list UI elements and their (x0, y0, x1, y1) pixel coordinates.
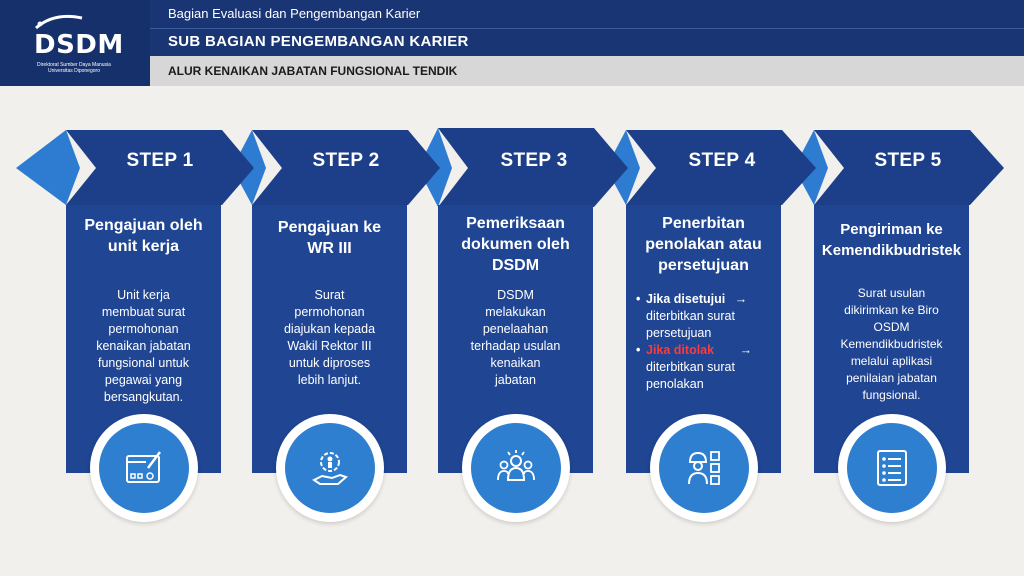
step-1-desc-line: kenaikan jabatan (96, 339, 191, 353)
step-3-desc-line: kenaikan (490, 356, 541, 370)
step-5-icon-circle (838, 414, 946, 522)
bullet-approved: • Jika disetujui → (636, 291, 769, 308)
step-2-title: Pengajuan ke WR III (258, 217, 401, 259)
step-2-desc-line: diajukan kepada (283, 322, 376, 336)
step-1-desc-line: bersangkutan. (103, 390, 184, 404)
header-line-1: Bagian Evaluasi dan Pengembangan Karier (150, 0, 1024, 28)
step-1-icon-circle (90, 414, 198, 522)
logo-swoosh-icon (35, 14, 83, 30)
step-2-title-line: Pengajuan ke (277, 219, 382, 236)
bullet-approved-key: Jika disetujui (646, 292, 726, 306)
step-5-label: STEP 5 (874, 150, 942, 171)
step-1-arrow (66, 130, 254, 205)
step-3-desc-line: penelaahan (482, 322, 549, 336)
bullet-dot-icon: • (636, 343, 641, 357)
step-2-desc-line: lebih lanjut. (297, 373, 362, 387)
step-3-desc-line: DSDM (497, 288, 534, 302)
step-3-title-line: DSDM (491, 257, 540, 274)
step-2-desc-line: untuk diproses (288, 356, 371, 370)
step-2-desc-line: Wakil Rektor III (287, 339, 372, 353)
step-5-desc-line: penilaian jabatan (846, 371, 937, 385)
worker-checklist-icon (688, 451, 720, 485)
step-3-desc-line: terhadap usulan (470, 339, 561, 353)
arrow-right-icon: → (734, 292, 748, 306)
step-5-desc-line: melalui aplikasi (850, 354, 933, 368)
team-people-icon (497, 450, 535, 481)
logo-subtitle-line1: Direktorat Sumber Daya Manusia (37, 62, 111, 68)
logo-word: DSDM (34, 30, 124, 60)
step-1-label: STEP 1 (126, 150, 194, 171)
step-5-desc-line: OSDM (873, 320, 910, 334)
step-1-title-line: Pengajuan oleh (84, 217, 203, 234)
step-1-desc-line: pegawai yang (104, 373, 183, 387)
bullet-dot-icon: • (636, 292, 641, 306)
step-1-desc-line: fungsional untuk (97, 356, 190, 370)
bullet-rejected: • Jika ditolak → (636, 342, 769, 359)
step-4-title: Penerbitan penolakan atau persetujuan (632, 213, 775, 276)
step-2-description: Surat permohonan diajukan kepada Wakil R… (264, 287, 395, 389)
dsdm-logo: DSDM Direktorat Sumber Daya Manusia Univ… (0, 0, 150, 86)
bullet-approved-line: persetujuan (646, 326, 712, 340)
step-5-title: Pengiriman ke Kemendikbudristek (820, 219, 963, 261)
step-1-title: Pengajuan oleh unit kerja (72, 215, 215, 257)
document-list-icon (877, 450, 907, 486)
step-2-desc-line: permohonan (294, 305, 365, 319)
step-1-desc-line: membuat surat (101, 305, 186, 319)
step-4-arrow (626, 130, 816, 205)
header-line-3: ALUR KENAIKAN JABATAN FUNGSIONAL TENDIK (150, 56, 1024, 86)
step-4-label: STEP 4 (688, 150, 756, 171)
step-5-title-line: Kemendikbudristek (821, 242, 962, 259)
bullet-approved-line: diterbitkan surat (646, 309, 735, 323)
step-5-desc-line: Surat usulan (857, 286, 926, 300)
step-5-desc-line: Kemendikbudristek (840, 337, 943, 351)
step-2-desc-line: Surat (314, 288, 345, 302)
step-1-description: Unit kerja membuat surat permohonan kena… (78, 287, 209, 406)
step-3-title-line: dokumen oleh (461, 236, 570, 253)
step-4-title-line: persetujuan (658, 257, 749, 274)
step-3-desc-line: jabatan (494, 373, 536, 387)
logo-subtitle: Direktorat Sumber Daya Manusia Universit… (24, 62, 124, 74)
header-line-2: SUB BAGIAN PENGEMBANGAN KARIER (150, 28, 1024, 56)
step-5-arrow (814, 130, 1004, 205)
step-5-desc-line: dikirimkan ke Biro (844, 303, 939, 317)
step-4-title-line: Penerbitan (662, 215, 745, 232)
step-2-arrow (252, 130, 440, 205)
blueprint-drawing-icon (126, 451, 161, 483)
header: DSDM Direktorat Sumber Daya Manusia Univ… (0, 0, 1024, 86)
step-5-description: Surat usulan dikirimkan ke Biro OSDM Kem… (826, 285, 957, 404)
step-3-desc-line: melakukan (485, 305, 546, 319)
step-4-bullets: • Jika disetujui → diterbitkan surat per… (636, 291, 769, 393)
step-1-desc-line: permohonan (108, 322, 179, 336)
step-3-arrow (438, 128, 628, 207)
bullet-rejected-line: penolakan (646, 377, 704, 391)
step-3-title: Pemeriksaan dokumen oleh DSDM (444, 213, 587, 276)
step-3-icon-circle (462, 414, 570, 522)
step-5-desc-line: fungsional. (862, 388, 921, 402)
step-4-title-line: penolakan atau (645, 236, 762, 253)
step-2-title-line: WR III (307, 240, 352, 257)
bullet-approved-head: Jika disetujui → (646, 291, 747, 308)
logo-subtitle-line2: Universitas Diponegoro (48, 68, 100, 74)
step-1-desc-line: Unit kerja (117, 288, 170, 302)
hand-gear-person-icon (312, 452, 348, 485)
arrow-right-icon: → (739, 343, 753, 357)
step-3-label: STEP 3 (500, 150, 568, 171)
step-5-title-line: Pengiriman ke (840, 221, 943, 238)
step-2-icon-circle (276, 414, 384, 522)
step-3-title-line: Pemeriksaan (466, 215, 565, 232)
bullet-rejected-key: Jika ditolak (646, 343, 715, 357)
step-2-label: STEP 2 (312, 150, 380, 171)
step-3-description: DSDM melakukan penelaahan terhadap usula… (450, 287, 581, 389)
bullet-rejected-head: Jika ditolak → (646, 342, 752, 359)
bullet-rejected-line: diterbitkan surat (646, 360, 735, 374)
step-1-back-chevron (16, 130, 80, 205)
step-1-title-line: unit kerja (107, 238, 180, 255)
step-4-icon-circle (650, 414, 758, 522)
